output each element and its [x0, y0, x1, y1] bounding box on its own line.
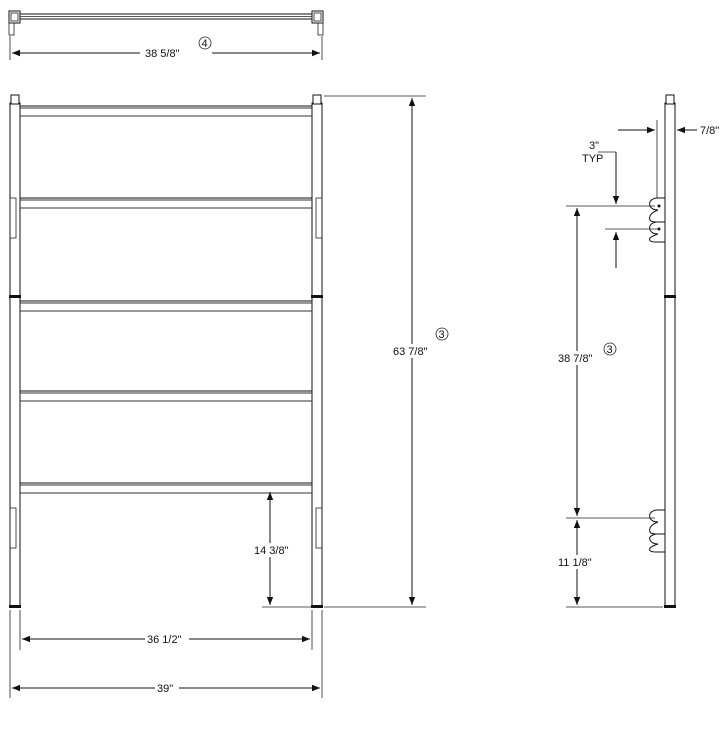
front-bottom-shelf-label: 14 3/8" [254, 545, 289, 557]
front-shelf-4 [20, 390, 312, 402]
top-post-left [8, 10, 21, 24]
side-view: 7/8" 3" TYP 38 7/8" 3 11 1/8" [556, 94, 719, 608]
front-inner-width-label: 36 1/2" [147, 634, 182, 646]
front-shelf-5 [20, 482, 312, 494]
top-width-callout: 4 [202, 38, 208, 50]
side-slot-span-callout: 3 [607, 344, 613, 356]
front-post-right-cap [312, 94, 322, 105]
top-width-callout-circle [198, 36, 212, 50]
side-hook-upper-2 [649, 221, 665, 243]
front-shelf-2 [20, 197, 312, 209]
top-bracket-right [317, 22, 324, 36]
top-post-right [311, 10, 324, 24]
front-shelf-3 [20, 300, 312, 312]
side-base-label: 11 1/8" [558, 557, 592, 569]
front-height-callout-circle [435, 327, 449, 341]
front-post-left-joint [9, 295, 21, 298]
front-bracket-left-lower [9, 507, 17, 549]
top-post-left-inner [10, 12, 19, 22]
front-post-right-joint [311, 295, 323, 298]
side-post-cap [665, 94, 675, 105]
front-height-label: 63 7/8" [393, 346, 428, 358]
front-bracket-right-lower [315, 507, 323, 549]
top-bracket-left [8, 22, 15, 36]
side-hook-upper-1 [649, 197, 665, 223]
side-slot-span-label: 38 7/8" [558, 353, 593, 365]
front-shelf-1 [20, 105, 312, 117]
side-post [664, 102, 676, 608]
front-post-right [311, 102, 323, 608]
side-slot-spacing-note: TYP [582, 153, 603, 165]
top-post-right-inner [313, 12, 322, 22]
side-hook-lower-2 [649, 533, 665, 553]
front-post-left [9, 102, 21, 608]
side-depth-label: 7/8" [700, 125, 719, 137]
front-post-left-cap [10, 94, 20, 105]
side-post-joint [664, 295, 676, 298]
side-slot-spacing-label: 3" [589, 140, 599, 152]
top-view: 38 5/8" 4 [8, 10, 324, 60]
front-height-callout: 3 [439, 329, 445, 341]
top-width-label: 38 5/8" [145, 48, 180, 60]
front-bracket-right-upper [315, 197, 323, 239]
side-slot-span-callout-circle [603, 342, 617, 356]
side-hook-lower-1 [649, 509, 665, 535]
front-bracket-left-upper [9, 197, 17, 239]
front-outer-width-label: 39" [157, 683, 173, 695]
front-view: 63 7/8" 3 14 3/8" 36 1/2" 39" [9, 94, 449, 698]
